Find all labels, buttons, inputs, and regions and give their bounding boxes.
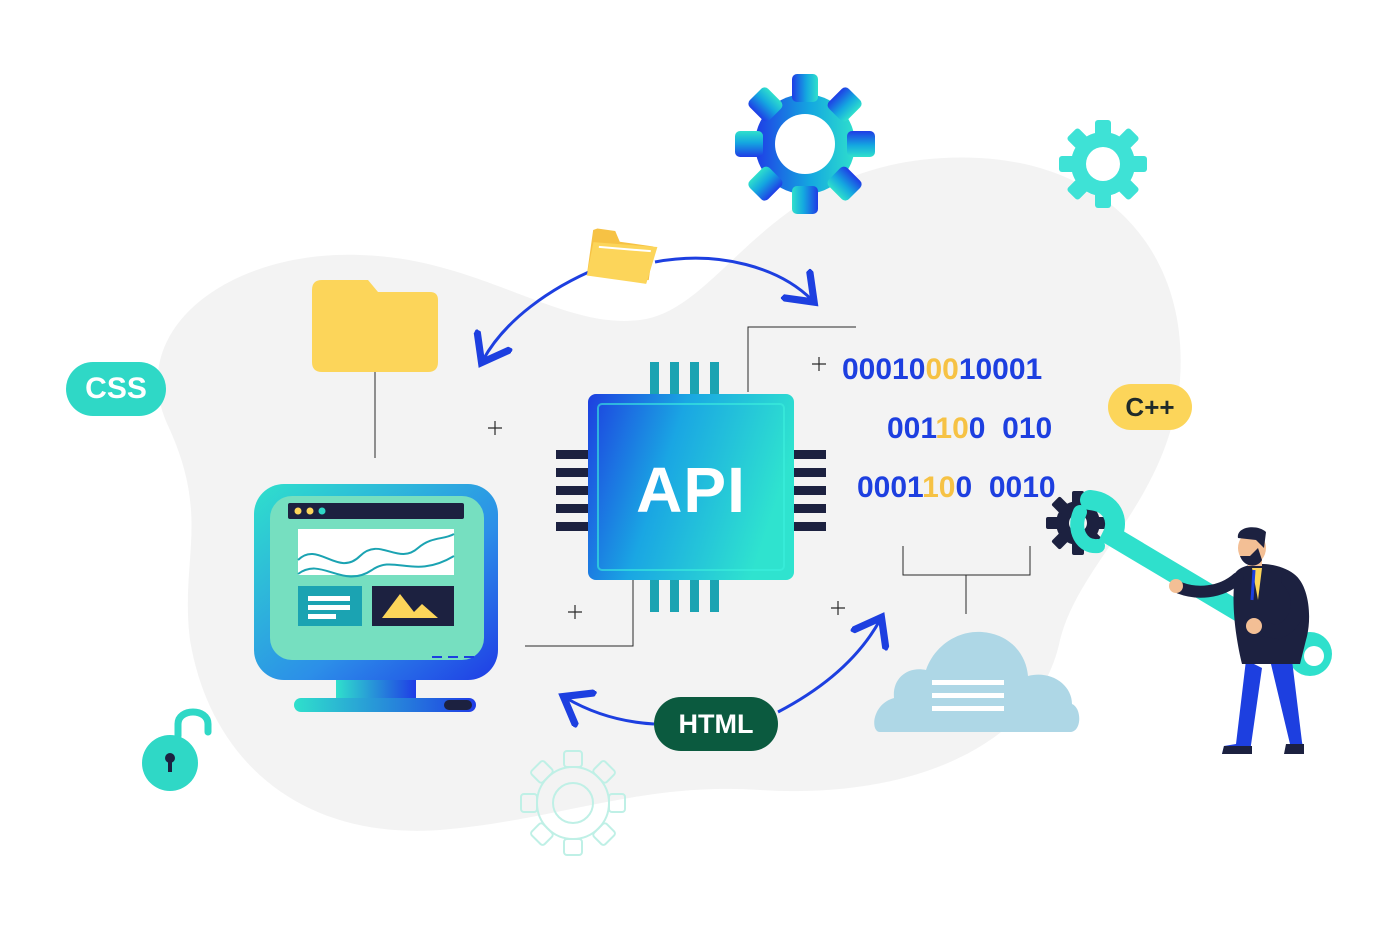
cpp-badge: C++ xyxy=(1108,384,1192,430)
arrow-top-right xyxy=(654,256,812,300)
folder-icon xyxy=(586,228,658,284)
binary-segment: 0001 xyxy=(857,471,923,504)
binary-segment: 0 0010 xyxy=(955,471,1056,504)
binary-segment-highlight: 10 xyxy=(935,412,969,445)
connector-line xyxy=(525,580,634,647)
binary-segment: 10001 xyxy=(958,353,1043,386)
chip-icon xyxy=(556,362,826,612)
binary-segment: 00010 xyxy=(842,353,926,386)
arrow-top-left xyxy=(483,266,599,360)
cloud-icon xyxy=(874,631,1080,732)
person-figure xyxy=(1169,527,1310,754)
folder-icon xyxy=(312,280,438,458)
binary-line: 0001100 0010 xyxy=(857,473,1056,503)
monitor-icon xyxy=(254,484,498,712)
arrow-bottom-left xyxy=(566,698,655,724)
arrow-bottom-right xyxy=(777,620,880,714)
binary-line: 000100010001 xyxy=(842,355,1042,385)
gear-icon xyxy=(520,750,626,856)
binary-segment: 001 xyxy=(887,412,936,445)
css-badge: CSS xyxy=(66,362,166,416)
binary-segment-highlight: 00 xyxy=(925,353,959,386)
connector-line xyxy=(747,326,856,392)
html-badge: HTML xyxy=(654,697,778,751)
gear-icon xyxy=(735,74,875,214)
wrench-icon xyxy=(1046,490,1332,676)
padlock-icon xyxy=(142,708,212,791)
binary-segment-highlight: 10 xyxy=(922,471,956,504)
binary-line: 001100 010 xyxy=(887,414,1052,444)
plus-mark xyxy=(488,357,845,619)
binary-segment: 0 010 xyxy=(968,412,1053,445)
connector-line xyxy=(902,546,1031,614)
gear-icon xyxy=(1059,120,1147,208)
api-label: API xyxy=(636,454,746,526)
